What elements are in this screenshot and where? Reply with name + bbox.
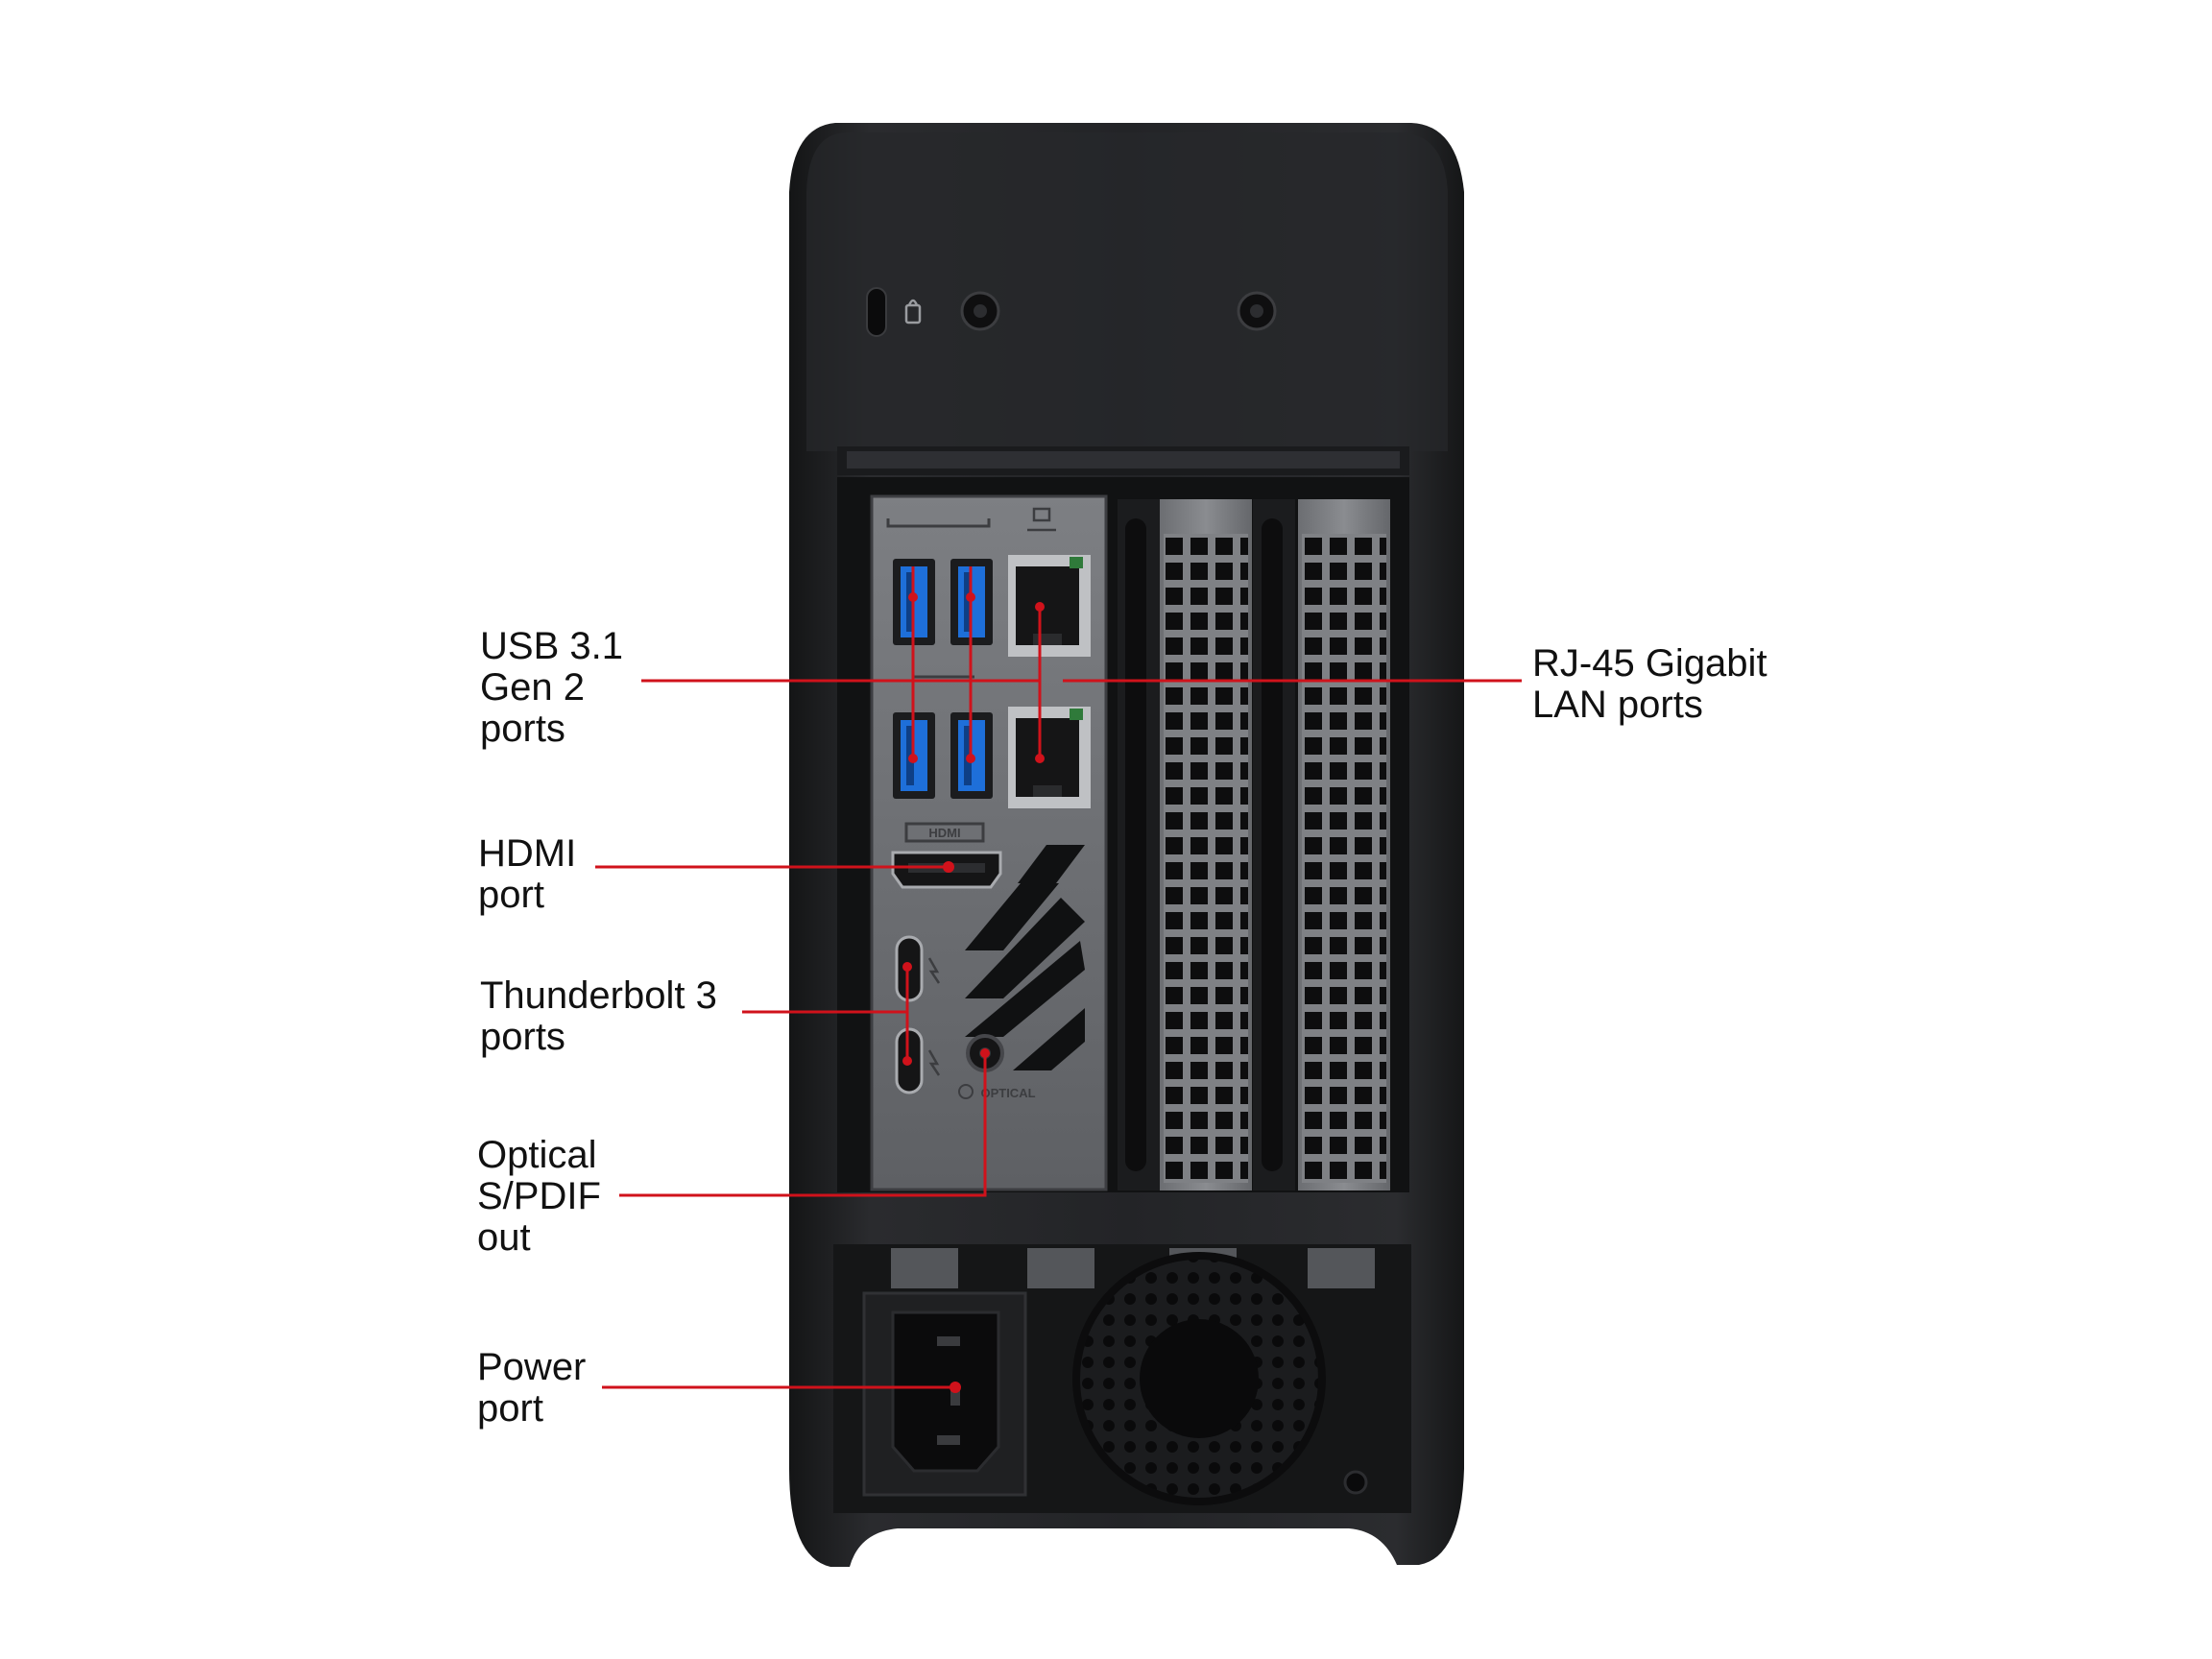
rj45-port — [1008, 707, 1091, 808]
hdmi-label-line: port — [478, 874, 544, 916]
hdmi-marking: HDMI — [928, 826, 960, 840]
usb-label-line: USB 3.1 — [480, 625, 623, 667]
hdmi-label-line: HDMI — [478, 832, 577, 875]
rj45-label-line: LAN ports — [1532, 684, 1703, 726]
optical-label-line: out — [477, 1216, 531, 1259]
power-label-line: Power — [477, 1346, 587, 1388]
power-label-line: port — [477, 1387, 543, 1430]
screw — [1343, 1470, 1368, 1495]
rj45-ports-group — [1008, 507, 1091, 808]
callout-leaders — [595, 566, 1522, 1389]
rj45-label-line: RJ-45 Gigabit — [1532, 642, 1767, 685]
power-callout-label: Power port — [477, 1347, 586, 1430]
network-icon — [1027, 507, 1056, 532]
thunderbolt-label-line: ports — [480, 1016, 565, 1058]
kensington-lock-icon — [866, 287, 922, 337]
callout-dots — [902, 592, 1045, 1393]
mounting-screw-left — [960, 291, 1000, 331]
thunderbolt-icon — [927, 957, 941, 1076]
usb-label-line: Gen 2 — [480, 666, 585, 709]
usb-callout-label: USB 3.1 Gen 2 ports — [480, 626, 623, 750]
io-vent-slats — [965, 845, 1085, 1070]
optical-callout-label: Optical S/PDIF out — [477, 1135, 601, 1259]
thunderbolt-callout-label: Thunderbolt 3 ports — [480, 975, 717, 1058]
optical-marking: OPTICAL — [980, 1086, 1035, 1100]
rj45-port — [1008, 555, 1091, 657]
mounting-screw-right — [1237, 291, 1277, 331]
psu-area — [833, 1244, 1411, 1513]
hdmi-callout-label: HDMI port — [478, 833, 576, 916]
thunderbolt-label-line: Thunderbolt 3 — [480, 974, 717, 1017]
power-inlet — [862, 1291, 1027, 1497]
expansion-slots — [1118, 499, 1390, 1190]
psu-fan — [1072, 1252, 1326, 1505]
usb-label-line: ports — [480, 708, 565, 750]
optical-label-line: Optical — [477, 1134, 597, 1176]
optical-label-line: S/PDIF — [477, 1175, 601, 1217]
rj45-callout-label: RJ-45 Gigabit LAN ports — [1532, 643, 1767, 726]
